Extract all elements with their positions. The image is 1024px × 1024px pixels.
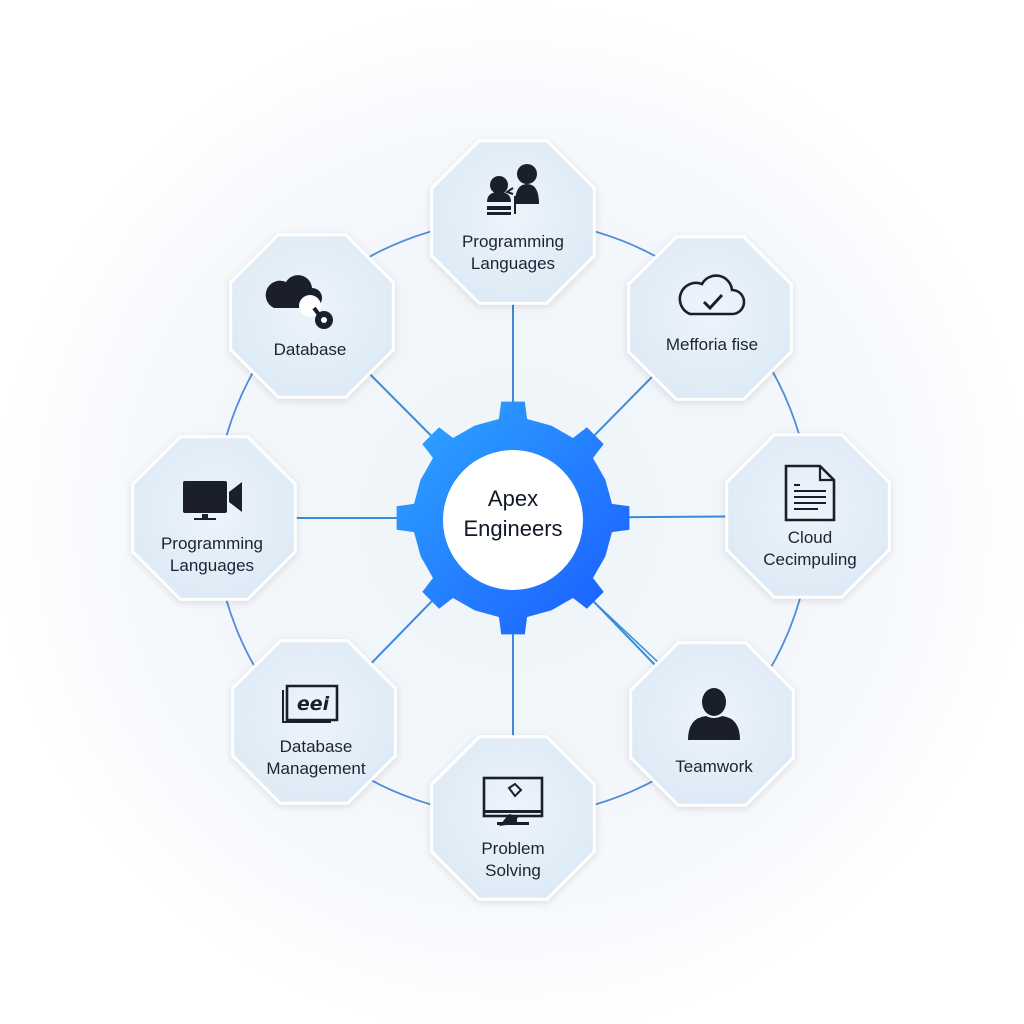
svg-text:eei: eei [297, 693, 330, 715]
person-icon [688, 688, 740, 740]
hub-title-line2: Engineers [463, 516, 563, 541]
people-desk-icon [487, 164, 539, 215]
hub-gear [396, 401, 630, 635]
connector-line-double [589, 597, 661, 665]
node-octagon-1 [627, 235, 793, 401]
node-octagon-2 [725, 433, 891, 599]
node-label-mefforia-fise: Mefforia fise [665, 335, 759, 354]
cloud-gear-icon [265, 275, 333, 329]
node-label-programming-languages-left: Programming Languages [160, 534, 264, 575]
node-label-teamwork: Teamwork [675, 757, 753, 776]
node-label-database: Database [273, 340, 347, 359]
node-label-programming-languages-top: Programming Languages [461, 232, 565, 273]
document-icon [784, 464, 836, 522]
video-camera-icon [183, 481, 242, 520]
node-shapes [131, 139, 891, 901]
hub-title-line1: Apex [487, 486, 539, 511]
cloud-check-icon [678, 274, 746, 316]
hub-title: Apex Engineers [438, 484, 588, 544]
node-label-database-management: Database Management [266, 737, 366, 778]
node-label-problem-solving: Problem Solving [481, 839, 545, 880]
hub-inner-circle [443, 450, 583, 590]
node-octagon-0 [430, 139, 596, 305]
monitor-hand-icon [482, 776, 544, 826]
eei-card-icon: eei [282, 684, 339, 723]
node-label-cloud-computing: Cloud Cecimpuling [763, 528, 857, 569]
